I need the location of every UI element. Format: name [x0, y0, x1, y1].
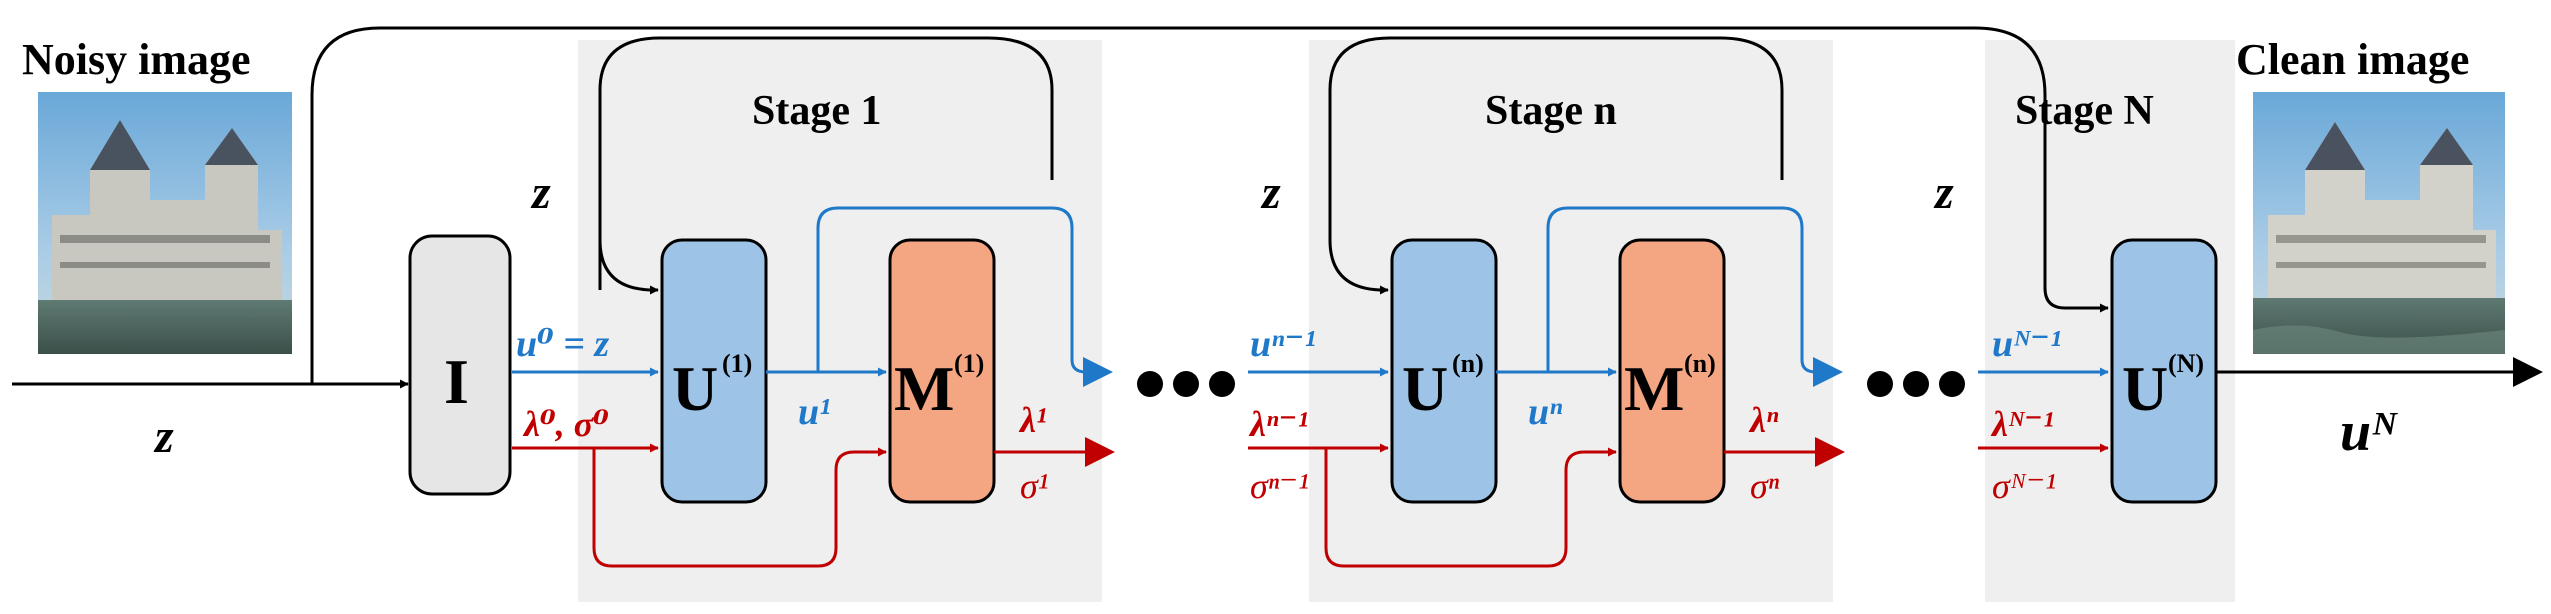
sigma-n-label: σⁿ [1750, 466, 1780, 506]
sigma-n-minus-1-label: σⁿ⁻¹ [1250, 466, 1309, 506]
ellipsis-1 [1137, 371, 1235, 397]
u-N-output-label: uᴺ [2340, 401, 2398, 463]
stage1-label: Stage 1 [752, 88, 882, 134]
skip-z-stage1 [598, 36, 1054, 290]
u-n-label: uⁿ [1528, 391, 1562, 433]
lambda0-sigma0-label: λ⁰, σ⁰ [522, 404, 609, 444]
m-stagen-label: M [1624, 353, 1684, 424]
init-operator-box [408, 234, 512, 496]
lambda-n-minus-1-label: λⁿ⁻¹ [1248, 404, 1308, 444]
sigma-N-minus-1-label: σᴺ⁻¹ [1992, 466, 2056, 506]
u-stagen-label: U [1402, 353, 1448, 424]
z-stage1-label: z [530, 166, 551, 219]
init-operator-label: I [444, 346, 469, 417]
skip-connection-global [310, 26, 2109, 384]
stagen-label: Stage n [1485, 88, 1617, 134]
lambda-N-minus-1-label: λᴺ⁻¹ [1990, 404, 2054, 444]
u-stageN-sup: (N) [2168, 349, 2204, 378]
sigma1-label: σ¹ [1020, 466, 1049, 506]
u-stage1-label: U [672, 353, 718, 424]
u1-label: u¹ [798, 391, 831, 433]
lambda1-label: λ¹ [1018, 400, 1047, 440]
u0-label: u⁰ = z [516, 323, 609, 365]
ellipsis-2 [1867, 371, 1965, 397]
skip-z-stagen [1328, 36, 1784, 240]
m-stagen-sup: (n) [1684, 349, 1716, 378]
m-stage1-label: M [894, 353, 954, 424]
clean-image [2253, 92, 2505, 354]
m-stage1-sup: (1) [954, 349, 984, 378]
u-N-minus-1-label: uᴺ⁻¹ [1992, 323, 2061, 365]
z-stageN-label: z [1933, 166, 1954, 219]
noisy-image-title: Noisy image [22, 35, 251, 84]
noisy-image [38, 92, 292, 354]
m-operator-stagen [1618, 238, 1726, 504]
lambda-n-label: λⁿ [1748, 400, 1779, 440]
m-operator-stage1 [888, 238, 996, 504]
clean-image-title: Clean image [2236, 35, 2469, 84]
u-stageN-label: U [2122, 353, 2168, 424]
u-n-minus-1-label: uⁿ⁻¹ [1250, 323, 1316, 365]
z-input-label: z [153, 410, 174, 463]
stageN-label: Stage N [2015, 88, 2154, 134]
u-stagen-sup: (n) [1452, 349, 1484, 378]
z-stagen-label: z [1260, 166, 1281, 219]
u-stage1-sup: (1) [722, 349, 752, 378]
